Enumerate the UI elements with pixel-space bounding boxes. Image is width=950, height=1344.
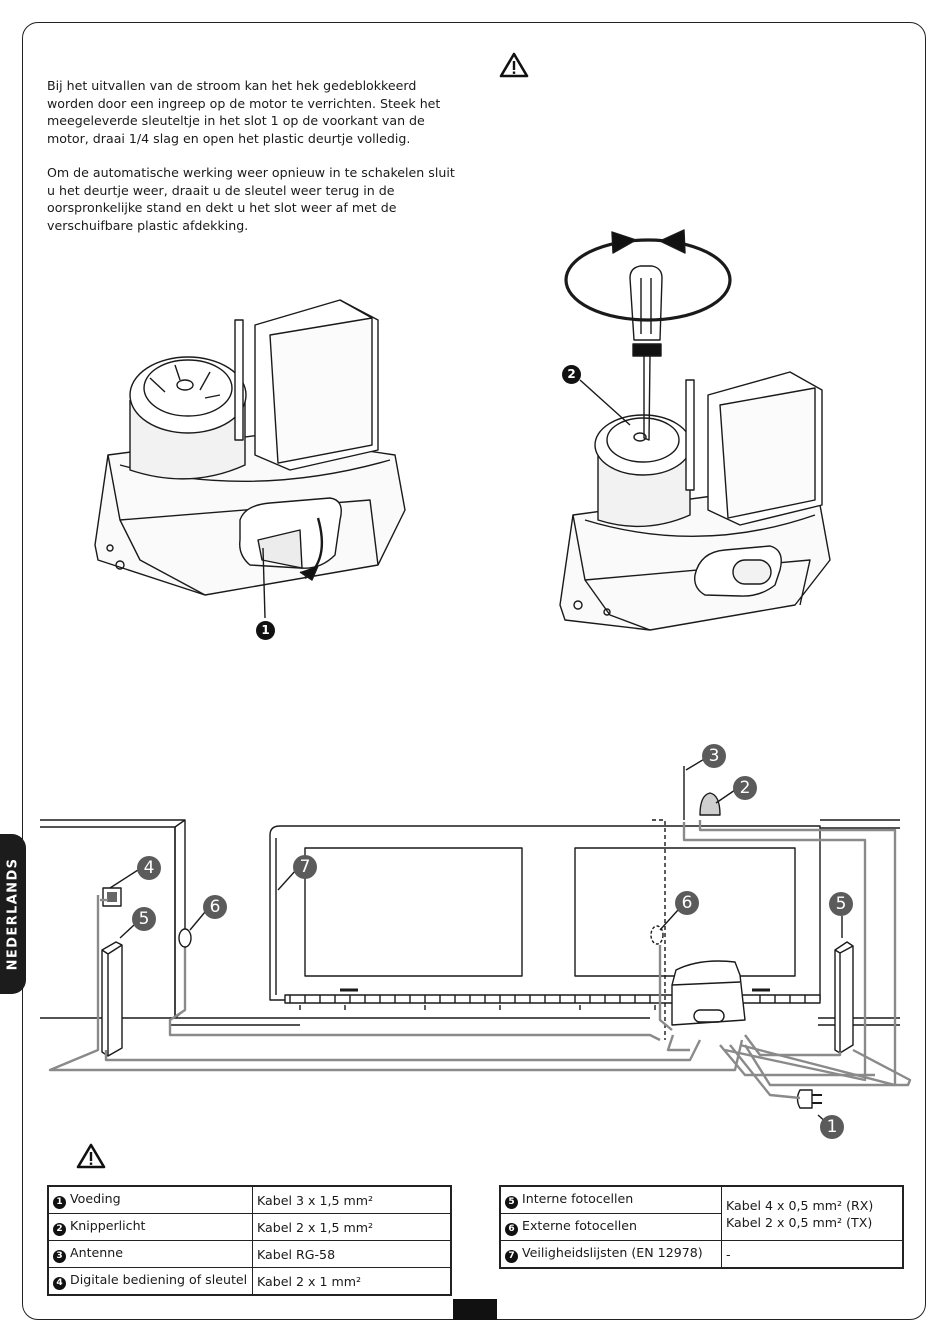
row-label: Veiligheidslijsten (EN 12978) (522, 1245, 703, 1260)
motor-illustration-left (94, 299, 406, 596)
number-badge: 1 (53, 1196, 66, 1209)
row-label: Externe fotocellen (522, 1218, 637, 1233)
language-tab-label: NEDERLANDS (5, 857, 21, 971)
table-row: 4 Digitale bediening of sleutel Kabel 2 x… (47, 1267, 452, 1296)
row-label: Antenne (70, 1245, 123, 1260)
callout-4: 4 (137, 856, 161, 880)
rotate-arrows-icon (564, 238, 732, 322)
screwdriver-icon (629, 265, 663, 441)
warning-triangle-icon (76, 1143, 106, 1169)
callout-5: 5 (132, 907, 156, 931)
table-cell-label: 2 Knipperlicht (47, 1213, 253, 1241)
language-tab: NEDERLANDS (0, 834, 26, 994)
row-label: Interne fotocellen (522, 1191, 634, 1206)
page-number-tab (453, 1299, 497, 1320)
callout-6: 6 (203, 895, 227, 919)
keypad-icon (102, 887, 122, 907)
photocell-icon (834, 941, 854, 1054)
callout-2: 2 (733, 776, 757, 800)
cable-table-right: 5 Interne fotocellen Kabel 4 x 0,5 mm² (R… (499, 1185, 904, 1269)
table-row: 7 Veiligheidslijsten (EN 12978) - (499, 1240, 904, 1269)
wiring (48, 820, 912, 1100)
row-label: Knipperlicht (70, 1218, 146, 1233)
table-row: 2 Knipperlicht Kabel 2 x 1,5 mm² (47, 1213, 452, 1241)
number-badge: 3 (53, 1250, 66, 1263)
row-label: Digitale bediening of sleutel (70, 1272, 248, 1287)
table-cell-cable: Kabel 3 x 1,5 mm² (252, 1185, 452, 1214)
photocell-icon (101, 941, 123, 1057)
intro-paragraph-1: Bij het uitvallen van de stroom kan het … (47, 78, 441, 146)
number-badge: 7 (505, 1250, 518, 1263)
callout-1: 1 (820, 1115, 844, 1139)
table-cell-label: 3 Antenne (47, 1240, 253, 1268)
table-cell-cable: Kabel 2 x 1 mm² (252, 1267, 452, 1296)
power-plug-icon (796, 1089, 822, 1109)
cable-table-left: 1 Voeding Kabel 3 x 1,5 mm² 2 Knipperlicht… (47, 1185, 452, 1296)
table-row: 1 Voeding Kabel 3 x 1,5 mm² (47, 1185, 452, 1214)
intro-paragraph-2: Om de automatische werking weer opnieuw … (47, 165, 455, 233)
flashing-light-icon (699, 792, 721, 816)
table-row: 5 Interne fotocellen Kabel 4 x 0,5 mm² (R… (499, 1185, 904, 1241)
table-cell-label: 6 Externe fotocellen (499, 1213, 722, 1241)
table-cell-cable: - (721, 1240, 904, 1269)
number-badge: 4 (53, 1277, 66, 1290)
number-badge: 5 (505, 1196, 518, 1209)
cable-rx: Kabel 4 x 0,5 mm² (RX) (726, 1197, 874, 1213)
table-cell-label: 5 Interne fotocellen (499, 1185, 722, 1214)
callout-5: 5 (829, 892, 853, 916)
callout-6: 6 (675, 891, 699, 915)
photocell-icon (650, 925, 664, 945)
callout-1: 1 (256, 621, 275, 640)
table-cell-label: 1 Voeding (47, 1185, 253, 1214)
motor-illustration-right (559, 371, 831, 631)
callout-7: 7 (293, 855, 317, 879)
cable-tx: Kabel 2 x 0,5 mm² (TX) (726, 1214, 873, 1230)
photocell-icon (178, 928, 192, 948)
table-cell-cable: Kabel 4 x 0,5 mm² (RX) Kabel 2 x 0,5 mm²… (721, 1185, 904, 1241)
number-badge: 2 (53, 1223, 66, 1236)
intro-text: Bij het uitvallen van de stroom kan het … (47, 77, 457, 251)
warning-triangle-icon (499, 52, 529, 78)
row-label: Voeding (70, 1191, 121, 1206)
callout-2: 2 (562, 365, 581, 384)
table-row: 3 Antenne Kabel RG-58 (47, 1240, 452, 1268)
number-badge: 6 (505, 1223, 518, 1236)
table-cell-cable: Kabel 2 x 1,5 mm² (252, 1213, 452, 1241)
table-cell-label: 4 Digitale bediening of sleutel (47, 1267, 253, 1296)
table-cell-cable: Kabel RG-58 (252, 1240, 452, 1268)
table-row: 6 Externe fotocellen (499, 1213, 903, 1241)
callout-3: 3 (702, 744, 726, 768)
table-cell-label: 7 Veiligheidslijsten (EN 12978) (499, 1240, 722, 1269)
